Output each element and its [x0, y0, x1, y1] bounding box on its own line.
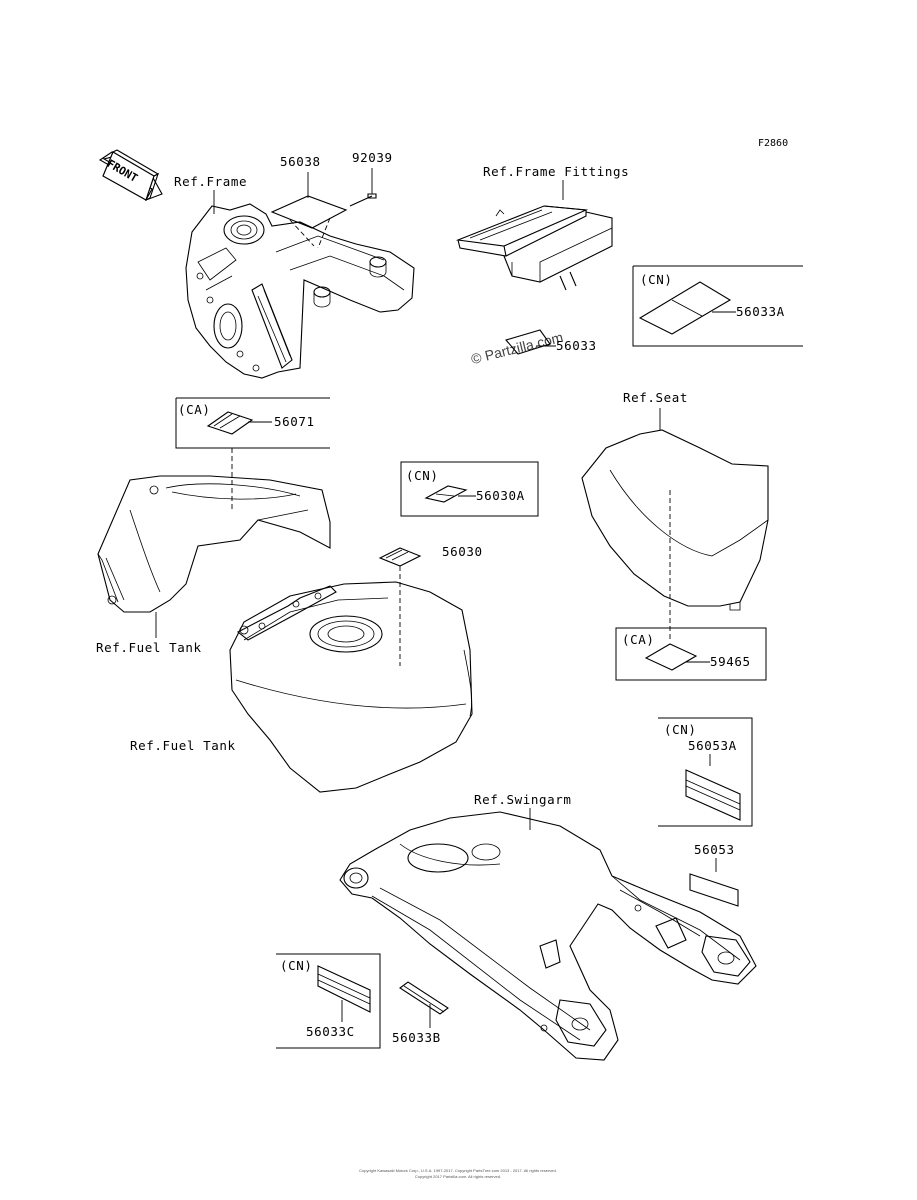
ref-fuel-tank-1-label: Ref.Fuel Tank — [96, 640, 202, 655]
part-56033C-label: 56033C — [306, 1024, 355, 1039]
cn-56053A-box — [658, 717, 753, 827]
footer-copyright-2: Copyright 2017 Partzilla.com. All rights… — [415, 1174, 501, 1179]
sticker-56071 — [206, 411, 254, 435]
sticker-56038 — [270, 195, 348, 229]
fuel-tank-drawing — [229, 581, 473, 793]
cn-56033A-box — [632, 265, 803, 347]
part-56033-label: 56033 — [556, 338, 597, 353]
figure-code: F2860 — [758, 138, 788, 149]
cn-56053A-region: (CN) — [664, 722, 697, 737]
part-56071-label: 56071 — [274, 414, 315, 429]
sticker-56033C — [317, 965, 371, 1013]
ca-56071-region: (CA) — [178, 402, 211, 417]
ref-swingarm-label: Ref.Swingarm — [474, 792, 572, 807]
sticker-56030A — [424, 485, 468, 503]
seat-drawing — [581, 429, 769, 611]
part-56033B-label: 56033B — [392, 1030, 441, 1045]
cn-56030A-box — [400, 461, 539, 517]
sticker-56033A — [638, 281, 732, 335]
part-56030A-label: 56030A — [476, 488, 525, 503]
part-56053-label: 56053 — [694, 842, 735, 857]
part-92039-label: 92039 — [352, 150, 393, 165]
ref-fuel-tank-2-label: Ref.Fuel Tank — [130, 738, 236, 753]
sticker-56033B — [399, 981, 449, 1015]
rivet-92039 — [349, 193, 377, 207]
cn-56033C-region: (CN) — [280, 958, 313, 973]
battery-case-drawing — [455, 205, 613, 291]
part-56030-label: 56030 — [442, 544, 483, 559]
swingarm-drawing — [339, 811, 757, 1061]
sticker-56053 — [689, 873, 739, 907]
sticker-56053A — [685, 769, 741, 821]
ref-frame-fittings-label: Ref.Frame Fittings — [483, 164, 629, 179]
part-56038-label: 56038 — [280, 154, 321, 169]
cn-56033A-region: (CN) — [640, 272, 673, 287]
ref-seat-label: Ref.Seat — [623, 390, 688, 405]
cn-56033C-box — [276, 953, 381, 1049]
sticker-56030 — [378, 547, 422, 567]
sticker-56033 — [505, 329, 551, 355]
part-56033A-label: 56033A — [736, 304, 785, 319]
part-56053A-label: 56053A — [688, 738, 737, 753]
front-arrow-icon: FRONT — [98, 149, 163, 202]
ca-59465-box — [615, 627, 767, 681]
watermark: © Partzilla.com — [469, 329, 564, 367]
ref-frame-label: Ref.Frame — [174, 174, 247, 189]
part-59465-label: 59465 — [710, 654, 751, 669]
ca-59465-region: (CA) — [622, 632, 655, 647]
sticker-59465 — [644, 643, 698, 671]
ca-56071-box — [175, 397, 330, 449]
frame-drawing — [185, 203, 415, 379]
fuel-tank-cover-drawing — [97, 475, 331, 613]
footer-copyright-1: Copyright Kawasaki Motors Corp., U.S.A. … — [359, 1168, 557, 1173]
cn-56030A-region: (CN) — [406, 468, 439, 483]
